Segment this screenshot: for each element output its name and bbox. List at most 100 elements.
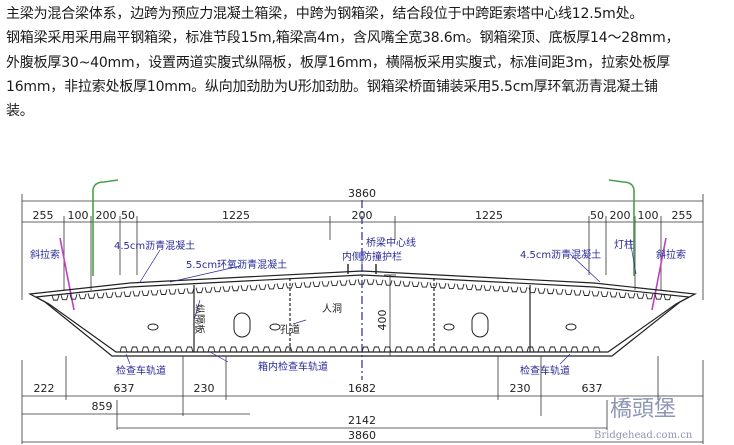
deck-rib bbox=[330, 280, 339, 287]
box-girder-cross-section: 3860 255 100 200 50 1225 200 1225 50 200… bbox=[21, 179, 704, 444]
bottom-rib bbox=[526, 346, 535, 353]
bottom-rib bbox=[427, 346, 436, 353]
deck-rib bbox=[249, 284, 258, 291]
deck-rib bbox=[645, 293, 654, 300]
deck-rib bbox=[186, 287, 195, 294]
deck-rib bbox=[141, 290, 150, 296]
height-dim-label: 400 bbox=[376, 310, 389, 331]
deck-rib bbox=[555, 288, 564, 295]
bottom-rib bbox=[460, 346, 469, 353]
label-rail-right: 检查车轨道 bbox=[520, 364, 570, 377]
deck-rib bbox=[564, 289, 573, 296]
deck-rib bbox=[159, 289, 168, 295]
paragraph-line-5: 装。 bbox=[6, 103, 34, 120]
deck-rib bbox=[492, 285, 501, 292]
deck-rib bbox=[69, 294, 78, 300]
bottom-rib bbox=[559, 346, 568, 353]
deck-rib bbox=[447, 283, 456, 289]
deck-rib bbox=[312, 281, 321, 287]
deck-rib bbox=[618, 292, 627, 298]
label-guardrail: 内侧防撞护栏 bbox=[342, 250, 402, 263]
bottom-rib bbox=[141, 346, 150, 353]
bottom-dim-2142: 2142 bbox=[348, 414, 376, 427]
bottom-rib bbox=[207, 346, 216, 353]
bottom-rib bbox=[262, 346, 271, 353]
deck-rib bbox=[663, 294, 672, 301]
label-rail-center: 箱内检查车轨道 bbox=[258, 360, 328, 373]
deck-rib bbox=[654, 294, 663, 300]
top-dim-2: 100 bbox=[68, 209, 89, 222]
bottom-dim-1: 222 bbox=[34, 382, 55, 395]
deck-rib bbox=[474, 284, 483, 291]
bottom-u-ribs bbox=[119, 346, 601, 353]
girder-outline bbox=[28, 200, 697, 380]
paragraph-line-2: 钢箱梁采用采用扁平钢箱梁，标准节段15m,箱梁高4m，含风嘴全宽38.6m。钢箱… bbox=[6, 30, 680, 47]
deck-rib bbox=[321, 280, 330, 287]
deck-rib bbox=[348, 279, 357, 286]
deck-rib bbox=[78, 293, 87, 300]
bottom-rib bbox=[240, 346, 249, 353]
bottom-rib bbox=[471, 346, 480, 353]
deck-rib bbox=[501, 286, 510, 292]
deck-rib bbox=[465, 284, 474, 290]
lamp-posts bbox=[92, 179, 635, 276]
cable-stays bbox=[59, 237, 667, 311]
deck-rib bbox=[411, 281, 420, 288]
deck-rib bbox=[456, 283, 465, 290]
deck-rib bbox=[402, 281, 411, 287]
top-dim-6: 200 bbox=[352, 209, 373, 222]
deck-rib bbox=[222, 286, 231, 292]
top-dim-8: 50 bbox=[590, 209, 604, 222]
watermark-title: 橋頭堡 bbox=[610, 397, 676, 422]
deck-rib bbox=[375, 279, 384, 286]
bottom-rib bbox=[130, 346, 139, 353]
deck-rib bbox=[276, 283, 285, 289]
watermark-url: Bridgehead.com.cn bbox=[594, 430, 693, 441]
bottom-rib bbox=[317, 346, 326, 353]
label-lamp: 灯柱 bbox=[614, 238, 634, 251]
deck-rib bbox=[150, 289, 159, 296]
bottom-rib bbox=[229, 346, 238, 353]
bottom-rib bbox=[306, 346, 315, 353]
bottom-total-dim: 3860 bbox=[348, 429, 376, 442]
deck-rib bbox=[294, 282, 303, 288]
deck-rib bbox=[366, 279, 375, 285]
label-cable-right: 斜拉索 bbox=[656, 248, 686, 261]
bottom-rib bbox=[350, 346, 359, 353]
deck-rib bbox=[591, 290, 600, 297]
bottom-rib bbox=[570, 346, 579, 353]
deck-rib bbox=[546, 288, 555, 295]
label-epoxy-layer: 5.5cm环氧沥青混凝土 bbox=[186, 258, 287, 271]
deck-rib bbox=[195, 287, 204, 294]
deck-rib bbox=[96, 292, 105, 299]
deck-rib bbox=[393, 280, 402, 287]
deck-rib bbox=[285, 282, 294, 289]
bottom-dim-859: 859 bbox=[92, 400, 113, 413]
bottom-dim-2: 637 bbox=[114, 382, 135, 395]
deck-rib bbox=[204, 287, 213, 293]
bottom-dim-4: 1682 bbox=[348, 382, 376, 395]
bottom-rib bbox=[493, 346, 502, 353]
bottom-rib bbox=[548, 346, 557, 353]
leader-lines bbox=[125, 239, 637, 365]
bottom-rib bbox=[361, 346, 370, 353]
bottom-rib bbox=[372, 346, 381, 353]
bottom-rib bbox=[504, 346, 513, 353]
bottom-rib bbox=[119, 346, 128, 353]
top-dim-3: 200 bbox=[96, 209, 117, 222]
label-asphalt-right: 4.5cm沥青混凝土 bbox=[520, 248, 601, 261]
paragraph-line-3: 外腹板厚30~40mm，设置两道实腹式纵隔板，板厚16mm，横隔板采用实腹式，标… bbox=[6, 54, 671, 71]
deck-rib bbox=[609, 291, 618, 298]
deck-rib bbox=[87, 293, 96, 299]
deck-rib bbox=[339, 280, 348, 286]
deck-rib bbox=[213, 286, 222, 293]
bottom-dim-6: 637 bbox=[582, 382, 603, 395]
deck-rib bbox=[636, 293, 645, 299]
deck-rib bbox=[429, 282, 438, 288]
deck-rib bbox=[510, 286, 519, 293]
label-asphalt-left: 4.5cm沥青混凝土 bbox=[114, 239, 195, 252]
top-dim-5: 1225 bbox=[222, 209, 250, 222]
bottom-rib bbox=[163, 346, 172, 353]
label-centerline: 桥梁中心线 bbox=[366, 236, 416, 249]
guardrail-posts bbox=[347, 264, 377, 274]
